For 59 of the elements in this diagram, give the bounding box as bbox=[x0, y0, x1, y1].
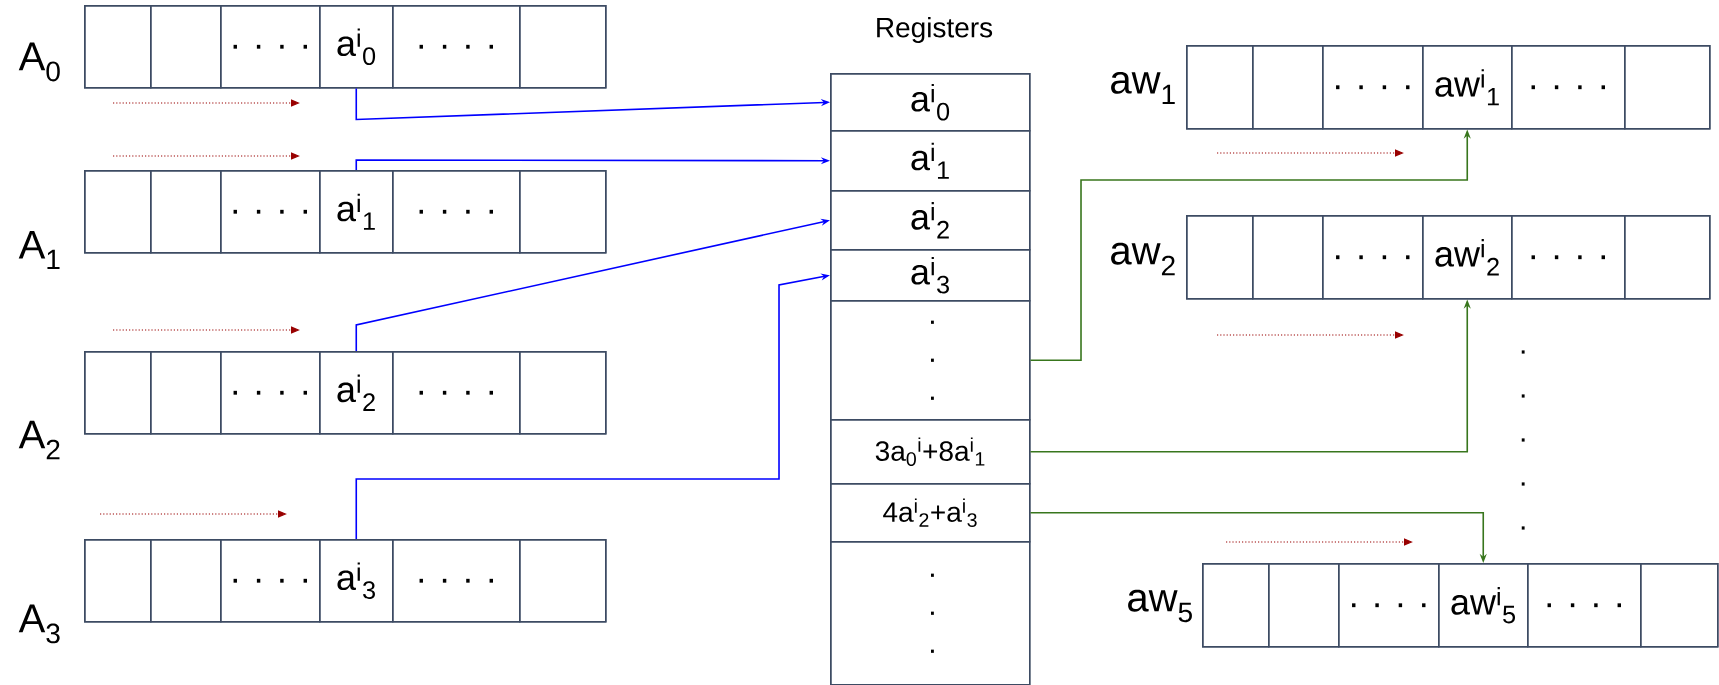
array-cell: a$^{i}$2 bbox=[319, 351, 394, 435]
array-cell bbox=[519, 5, 607, 89]
array-cell bbox=[519, 170, 607, 254]
array-cell bbox=[84, 170, 152, 254]
array-cell: aw$^{i}$2 bbox=[1422, 215, 1513, 300]
array-cell bbox=[1202, 563, 1270, 648]
array-label: A$_{0}$ bbox=[18, 42, 60, 82]
array-label: aw$_{2}$ bbox=[1111, 242, 1175, 276]
array-cell: . . . . bbox=[1338, 563, 1440, 648]
array-cell: . . . . bbox=[392, 539, 521, 623]
array-cell: . . . . bbox=[220, 5, 321, 89]
array-cell: a$^{i}$1 bbox=[319, 170, 394, 254]
array-cell: aw$^{i}$5 bbox=[1438, 563, 1529, 648]
register-cell: a$^{i}$1 bbox=[830, 130, 1031, 192]
register-cell: . . . bbox=[830, 541, 1031, 685]
array-cell bbox=[1186, 215, 1254, 300]
array-cell bbox=[84, 539, 152, 623]
array-cell: . . . . bbox=[1322, 215, 1424, 300]
register-cell: a$^{i}$0 bbox=[830, 73, 1031, 132]
register-cell: 4a$^{i}$$_{2}$+a$^{i}$3 bbox=[830, 483, 1031, 543]
array-cell: . . . . bbox=[1511, 45, 1626, 130]
column-heading: Registers bbox=[877, 16, 993, 44]
array-cell bbox=[1268, 563, 1340, 648]
array-cell bbox=[1640, 563, 1719, 648]
array-cell bbox=[1624, 215, 1711, 300]
array-cell bbox=[150, 5, 222, 89]
array-label: A$_{2}$ bbox=[18, 420, 60, 460]
array-cell: . . . . bbox=[392, 170, 521, 254]
array-cell: . . . . bbox=[220, 539, 321, 623]
array-cell: . . . . bbox=[1527, 563, 1642, 648]
register-cell: . . . bbox=[830, 300, 1031, 421]
array-label: aw$_{5}$ bbox=[1128, 589, 1192, 623]
array-cell: aw$^{i}$1 bbox=[1422, 45, 1513, 130]
array-cell: . . . . bbox=[220, 170, 321, 254]
array-cell bbox=[1186, 45, 1254, 130]
register-cell: 3a$_{0}$$^{i}$+8a$^{i}$1 bbox=[830, 419, 1031, 485]
array-cell bbox=[1624, 45, 1711, 130]
array-cell bbox=[1252, 215, 1324, 300]
array-cell bbox=[150, 351, 222, 435]
array-cell: a$^{i}$3 bbox=[319, 539, 394, 623]
array-cell: . . . . bbox=[220, 351, 321, 435]
array-label: A$_{1}$ bbox=[18, 230, 60, 270]
array-cell: . . . . bbox=[1322, 45, 1424, 130]
register-cell: a$^{i}$3 bbox=[830, 249, 1031, 302]
array-cell bbox=[84, 351, 152, 435]
array-label: aw$_{1}$ bbox=[1111, 71, 1175, 105]
register-cell: a$^{i}$2 bbox=[830, 190, 1031, 251]
array-cell: . . . . bbox=[1511, 215, 1626, 300]
array-cell bbox=[84, 5, 152, 89]
array-cell bbox=[150, 539, 222, 623]
array-cell bbox=[519, 351, 607, 435]
array-cell bbox=[1252, 45, 1324, 130]
vertical-ellipsis: . . . . . bbox=[1521, 350, 1525, 530]
array-cell bbox=[519, 539, 607, 623]
array-cell: a$^{i}$0 bbox=[319, 5, 394, 89]
array-cell: . . . . bbox=[392, 5, 521, 89]
array-label: A$_{3}$ bbox=[18, 604, 60, 644]
array-cell: . . . . bbox=[392, 351, 521, 435]
array-cell bbox=[150, 170, 222, 254]
